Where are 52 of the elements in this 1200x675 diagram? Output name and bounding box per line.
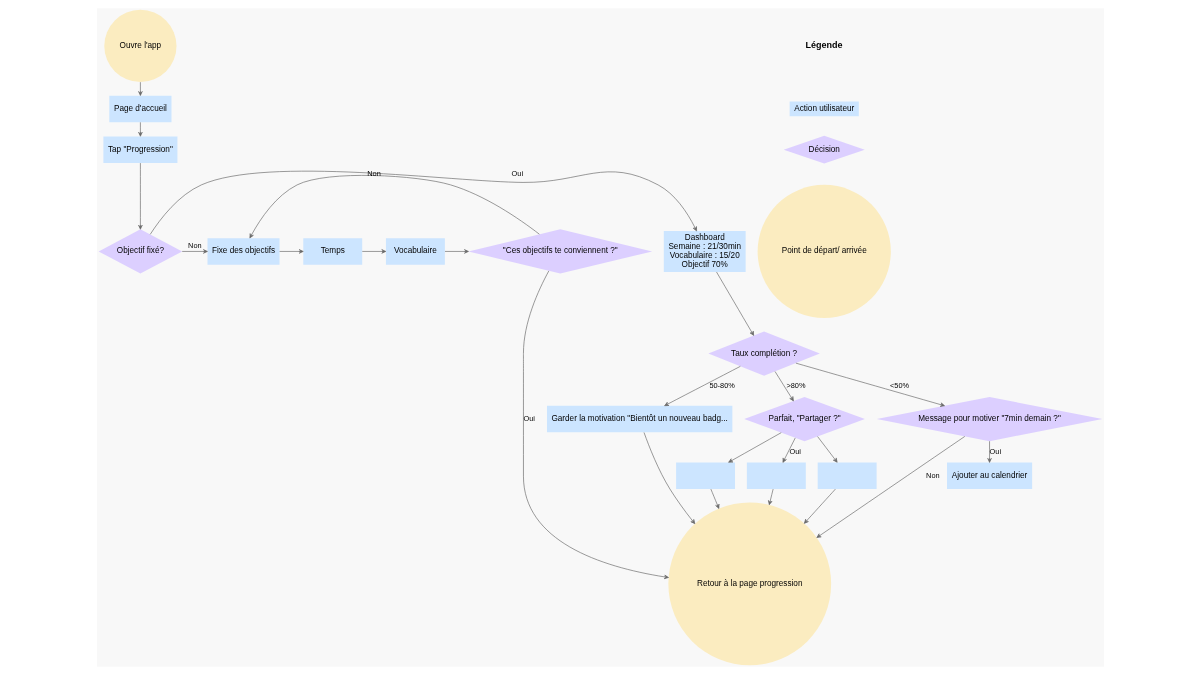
node-box xyxy=(675,462,735,490)
node-box: Temps xyxy=(302,238,362,265)
arrow xyxy=(149,170,697,235)
arrow xyxy=(444,249,469,254)
arrow xyxy=(137,81,143,96)
arrow xyxy=(782,437,796,463)
arrow xyxy=(643,432,695,525)
legend-label: Décision xyxy=(808,144,840,154)
arrow xyxy=(278,249,304,254)
arrow xyxy=(727,432,782,463)
arrow xyxy=(249,175,540,239)
arrow xyxy=(181,249,208,254)
edge-label: Oui xyxy=(989,446,1001,456)
node-box xyxy=(817,462,877,490)
arrow xyxy=(795,362,945,407)
node-box: Vocabulaire xyxy=(385,238,445,265)
edge-label: 50-80% xyxy=(708,381,735,391)
legend-label: Point de départ/ arrivée xyxy=(781,246,867,256)
arrow xyxy=(663,366,741,407)
edge-label: Non xyxy=(187,240,202,250)
node-diamond: Objectif fixé? xyxy=(98,229,182,274)
edge-label: Oui xyxy=(522,413,535,423)
arrow xyxy=(767,488,773,506)
edge-label: Non xyxy=(366,169,381,179)
legend-label: Action utilisateur xyxy=(793,104,854,114)
label: Légende xyxy=(805,39,843,50)
arrow xyxy=(986,440,992,463)
node-box: Dashboard Semaine : 21/30min Vocabulaire : 15/20 Objectif 70% xyxy=(663,230,746,272)
node-circle: Ouvre l'app xyxy=(103,9,177,83)
arrow xyxy=(361,249,386,254)
arrow xyxy=(815,436,965,538)
edge-label: Non xyxy=(925,470,940,480)
edge-label: Oui xyxy=(788,446,801,456)
arrow xyxy=(816,436,838,463)
arrow xyxy=(803,488,836,524)
arrow xyxy=(710,488,719,509)
node-diamond: "Ces objectifs te conviennent ?" xyxy=(467,229,652,274)
node-box xyxy=(746,462,806,490)
node-box: Garder la motivation "Bientôt un nouveau badg... xyxy=(546,405,732,433)
arrow xyxy=(137,162,143,230)
arrow xyxy=(137,122,143,137)
node-box: Page d'accueil xyxy=(108,95,171,123)
arrow xyxy=(522,270,669,580)
edge-label: Oui xyxy=(511,169,523,179)
node-box: Fixe des objectifs xyxy=(207,238,280,265)
node-box: Tap "Progression" xyxy=(102,136,177,163)
arrow xyxy=(774,371,794,402)
arrow xyxy=(715,271,754,336)
node-diamond: Message pour motiver "7min demain ?" xyxy=(876,396,1102,442)
node-box: Ajouter au calendrier xyxy=(946,462,1032,490)
edge-label: <50% xyxy=(889,381,909,391)
edge-label: >80% xyxy=(785,381,806,391)
